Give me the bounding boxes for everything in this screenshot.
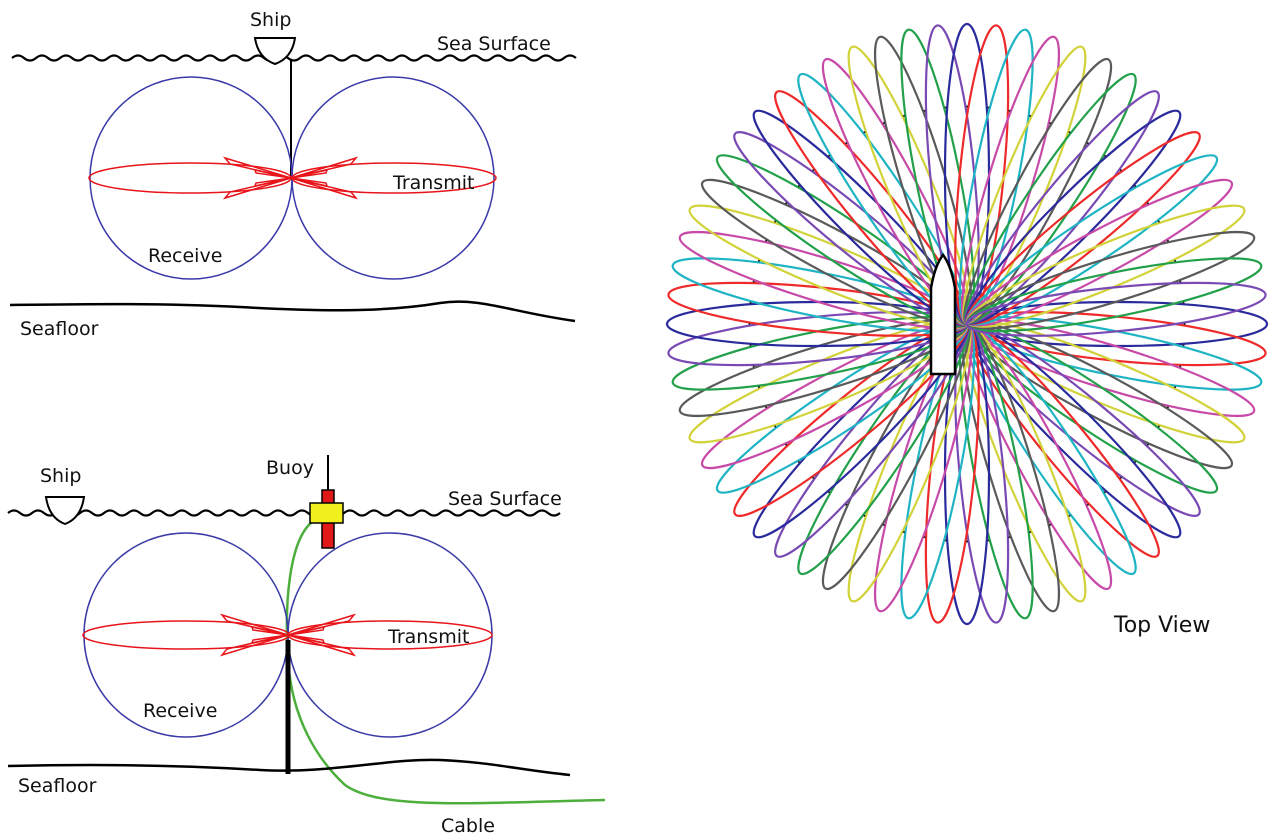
ship-icon <box>44 496 86 526</box>
beam-dot <box>1182 301 1185 304</box>
sea-surface-label: Sea Surface <box>448 488 562 510</box>
beam-dot <box>752 280 755 283</box>
beam-dot <box>845 142 848 145</box>
seafloor-line <box>9 300 576 323</box>
beam-dot <box>1049 122 1052 125</box>
transmit-pattern <box>88 156 497 200</box>
beam-dot <box>1119 476 1122 479</box>
beam-dot <box>1008 536 1011 539</box>
beam-dot <box>797 461 800 463</box>
beam-dot <box>1086 142 1089 145</box>
seafloor-label: Seafloor <box>18 775 97 797</box>
beam-dot <box>1104 491 1106 494</box>
beam-dot <box>1134 185 1137 187</box>
top-panel: Ship Sea Surface Transmit Receive Seaflo… <box>9 9 577 340</box>
beam-dot <box>1068 131 1071 134</box>
beam-dot <box>1086 503 1089 506</box>
beam-dot <box>1166 239 1169 242</box>
beam-dot <box>828 491 830 494</box>
beam-dot <box>902 531 905 534</box>
beam-dots <box>748 105 1186 543</box>
beam-dot <box>1157 425 1160 428</box>
beam-dot <box>785 443 788 446</box>
sea-surface-label: Sea Surface <box>437 33 551 55</box>
ship-label: Ship <box>250 9 291 31</box>
beam-dot <box>1182 344 1185 347</box>
seafloor-line <box>7 758 571 777</box>
beam-dot <box>845 503 848 506</box>
beam-dot <box>765 239 768 242</box>
beam-dot <box>774 220 777 223</box>
transmit-label: Transmit <box>392 172 474 194</box>
beam-dot <box>1008 109 1011 112</box>
beam-dot <box>863 131 866 134</box>
beam-dot <box>1146 443 1149 446</box>
beam-dot <box>1104 154 1106 157</box>
transmit-pattern <box>82 613 493 657</box>
beam-dot <box>987 539 990 542</box>
beam-dot <box>1166 406 1169 409</box>
beam-dot <box>797 185 800 187</box>
beam-dot <box>812 476 815 479</box>
beam-dot <box>1049 523 1052 526</box>
receive-label: Receive <box>148 245 222 267</box>
top-view-panel: Top View <box>665 22 1269 638</box>
beam-dot <box>1174 386 1177 389</box>
beam-dot <box>828 154 830 157</box>
beam-dot <box>1146 202 1149 205</box>
beam-dot <box>752 365 755 368</box>
beam-dot <box>748 323 751 325</box>
receive-label: Receive <box>143 700 217 722</box>
beam-dot <box>774 425 777 428</box>
seafloor-label: Seafloor <box>20 318 99 340</box>
beam-dot <box>966 540 968 543</box>
beam-dot <box>757 386 760 389</box>
beam-dot <box>1029 114 1032 117</box>
beam-dot <box>944 539 947 542</box>
beam-dot <box>987 106 990 109</box>
beam-lobe <box>965 281 1267 337</box>
beam-dot <box>1179 280 1182 283</box>
ship-icon <box>929 252 957 376</box>
beam-dot <box>749 301 752 304</box>
top-view-label: Top View <box>1113 613 1210 638</box>
beam-dot <box>1183 323 1186 325</box>
beam-dot <box>765 406 768 409</box>
beam-dot <box>785 202 788 205</box>
beam-dot <box>757 259 760 262</box>
beam-lobes <box>665 22 1269 626</box>
beam-dot <box>923 536 926 539</box>
beam-dot <box>944 106 947 109</box>
bottom-panel: Ship Buoy Sea Surface Transmit Receive S… <box>7 455 606 837</box>
beam-dot <box>923 109 926 112</box>
sea-surface-line <box>11 54 577 62</box>
beam-dot <box>1134 461 1137 463</box>
beam-dot <box>1157 220 1160 223</box>
beam-dot <box>863 514 866 517</box>
sea-surface-line <box>7 509 561 517</box>
beam-dot <box>1068 514 1071 517</box>
ship-icon <box>253 37 297 66</box>
beam-dot <box>1119 169 1122 172</box>
beam-dot <box>1029 531 1032 534</box>
beam-dot <box>1179 365 1182 368</box>
beam-dot <box>966 105 968 108</box>
beam-dot <box>1174 259 1177 262</box>
transmit-label: Transmit <box>387 626 469 648</box>
beam-dot <box>902 114 905 117</box>
beam-dot <box>749 344 752 347</box>
cable-label: Cable <box>441 815 495 837</box>
cable-line <box>285 521 606 805</box>
beam-dot <box>882 523 885 526</box>
buoy-icon <box>309 455 344 549</box>
buoy-label: Buoy <box>266 457 314 479</box>
beam-dot <box>812 169 815 172</box>
ship-label: Ship <box>40 465 81 487</box>
beam-dot <box>882 122 885 125</box>
